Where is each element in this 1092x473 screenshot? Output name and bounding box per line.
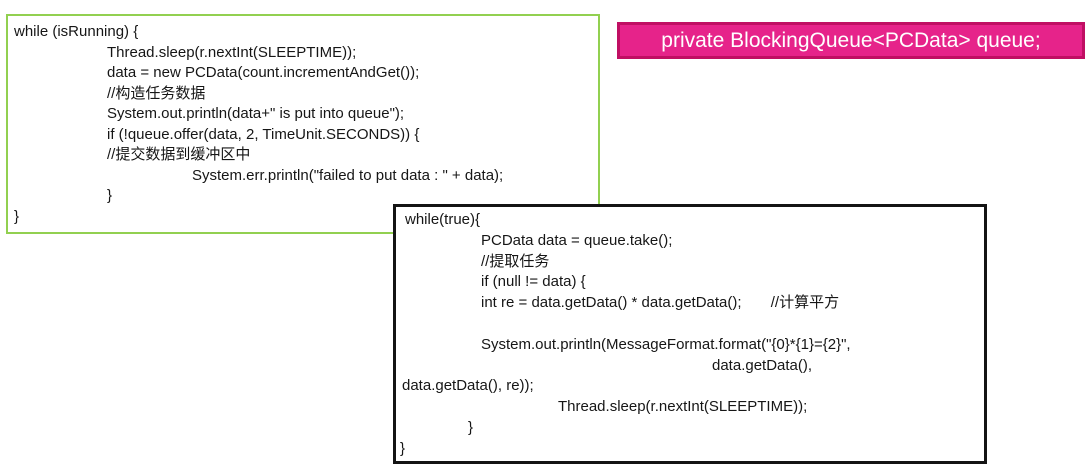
producer-code-box: while (isRunning) { Thread.sleep(r.nextI… bbox=[6, 14, 600, 234]
code-line: System.err.println("failed to put data :… bbox=[192, 166, 504, 184]
consumer-code-box: while(true){ PCData data = queue.take();… bbox=[393, 204, 987, 464]
queue-declaration-text: private BlockingQueue<PCData> queue; bbox=[661, 28, 1041, 52]
code-line: while (isRunning) { bbox=[14, 23, 139, 40]
code-line: //构造任务数据 bbox=[107, 84, 206, 102]
code-line bbox=[396, 314, 984, 335]
code-line: Thread.sleep(r.nextInt(SLEEPTIME)); bbox=[107, 43, 357, 61]
code-line: //提取任务 bbox=[481, 252, 550, 270]
code-line: Thread.sleep(r.nextInt(SLEEPTIME)); bbox=[558, 398, 808, 416]
code-line: System.out.println(MessageFormat.format(… bbox=[481, 335, 851, 353]
code-line: } bbox=[400, 439, 406, 457]
code-line: } bbox=[468, 418, 474, 436]
code-line: } bbox=[14, 207, 20, 225]
code-line: while(true){ bbox=[405, 211, 481, 228]
code-line: System.out.println(data+" is put into qu… bbox=[107, 105, 405, 122]
code-line: data = new PCData(count.incrementAndGet(… bbox=[107, 64, 420, 81]
code-line: data.getData(), bbox=[712, 356, 813, 374]
code-line: if (!queue.offer(data, 2, TimeUnit.SECON… bbox=[107, 125, 420, 143]
code-line: if (null != data) { bbox=[481, 273, 586, 291]
code-line: //提交数据到缓冲区中 bbox=[107, 146, 251, 163]
code-line: int re = data.getData() * data.getData()… bbox=[481, 294, 840, 312]
code-line: PCData data = queue.take(); bbox=[481, 231, 673, 249]
queue-declaration-banner: private BlockingQueue<PCData> queue; bbox=[617, 22, 1085, 59]
code-line: } bbox=[107, 187, 113, 204]
code-line: data.getData(), re)); bbox=[402, 377, 534, 395]
